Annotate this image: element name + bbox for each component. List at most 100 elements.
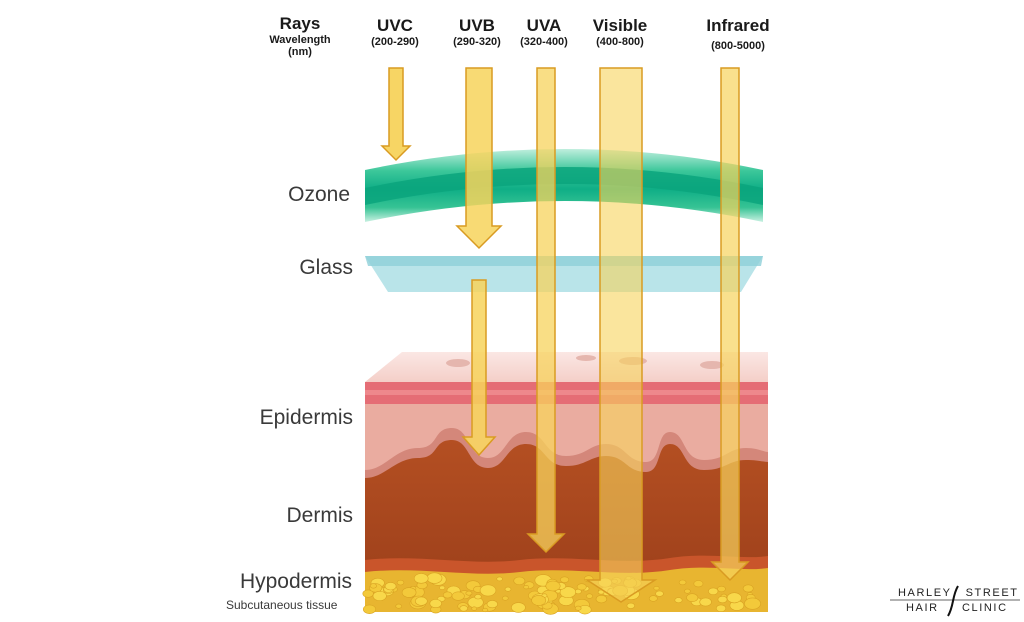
fat-cell <box>474 594 482 600</box>
fat-cell <box>717 585 726 593</box>
ray-range-uvb: (290-320) <box>453 35 501 48</box>
fat-cell <box>560 576 570 583</box>
header-infrared: Infrared (800-5000) <box>690 16 786 52</box>
ray-name-visible: Visible <box>592 16 648 35</box>
fat-cell <box>504 586 512 592</box>
fat-cell <box>414 596 428 606</box>
fat-cell <box>369 583 377 589</box>
fat-cell <box>655 590 664 597</box>
fat-cell <box>744 597 761 610</box>
logo-clinic: CLINIC <box>961 602 1008 614</box>
fat-cell <box>674 597 683 604</box>
uva-ray-arrow <box>526 67 566 554</box>
fat-cell <box>715 604 727 612</box>
fat-cell <box>708 587 719 595</box>
fat-cell <box>465 590 473 596</box>
fat-cell <box>545 580 561 592</box>
ozone-layer <box>365 149 763 222</box>
unit-label: (nm) <box>288 46 312 59</box>
label-hypodermis: Hypodermis <box>239 570 352 593</box>
fat-cell <box>726 592 742 604</box>
fat-cell <box>699 597 712 607</box>
label-glass: Glass <box>299 256 353 279</box>
fat-cell <box>678 579 687 586</box>
logo-street: STREET <box>965 587 1019 599</box>
visible-ray-arrow <box>584 67 658 603</box>
fat-cell <box>384 582 397 591</box>
fat-cell <box>479 584 497 597</box>
fat-cell <box>429 598 442 608</box>
fat-cell <box>482 607 489 613</box>
fat-cell <box>439 585 446 590</box>
skin-pore <box>700 361 724 369</box>
fat-cell <box>513 576 526 586</box>
fat-cell <box>451 591 465 601</box>
fat-cells <box>362 572 761 615</box>
fat-cell <box>693 580 704 588</box>
label-subcutaneous: Subcutaneous tissue <box>226 598 338 612</box>
fat-cell <box>395 603 403 609</box>
header-uvb: UVB (290-320) <box>437 16 517 48</box>
fat-cell <box>576 583 587 591</box>
fat-cell <box>471 606 478 611</box>
fat-cell <box>595 594 608 604</box>
fat-cell <box>717 595 728 604</box>
fat-cell <box>362 589 374 598</box>
fat-cell <box>686 593 699 603</box>
ray-arrows <box>380 67 750 603</box>
uvb-ray-arrow-lower <box>461 279 497 457</box>
fat-cell <box>496 576 503 582</box>
glass-edge <box>365 256 763 266</box>
header-visible: Visible (400-800) <box>579 16 661 48</box>
fat-cell <box>626 602 635 609</box>
ozone-stripe <box>365 167 763 205</box>
fat-cell <box>413 573 429 584</box>
ray-name-uvc: UVC <box>377 16 413 35</box>
fat-cell <box>523 584 530 590</box>
fat-cell <box>372 590 387 601</box>
fat-cell <box>459 605 468 612</box>
wavelength-label: Wavelength <box>269 33 331 46</box>
fat-cell <box>501 595 509 601</box>
fat-cell <box>362 604 376 614</box>
label-dermis: Dermis <box>286 504 354 527</box>
ray-range-uva: (320-400) <box>520 35 568 48</box>
stratum-stripe <box>365 390 768 395</box>
header-uvc: UVC (200-290) <box>355 16 435 48</box>
fat-cell <box>653 585 660 591</box>
ray-name-uva: UVA <box>526 16 562 35</box>
ray-range-visible: (400-800) <box>596 35 644 48</box>
fat-cell <box>574 605 582 611</box>
fat-cell <box>585 593 593 599</box>
fat-cell <box>511 602 526 613</box>
skin-pore <box>576 355 596 361</box>
ray-range-uvc: (200-290) <box>371 35 419 48</box>
label-epidermis: Epidermis <box>259 406 353 429</box>
rays-header: Rays Wavelength (nm) <box>262 14 338 59</box>
fat-cell <box>396 579 405 586</box>
fat-cell <box>648 595 658 602</box>
logo-harley: HARLEY <box>898 587 952 599</box>
fat-cell <box>531 595 547 606</box>
uvc-ray-arrow <box>380 67 412 162</box>
fat-cell <box>684 588 691 594</box>
skin-pore <box>446 359 470 367</box>
fat-cell <box>742 584 754 593</box>
harley-street-logo: HARLEY STREET HAIR CLINIC <box>888 585 1018 617</box>
fat-cell <box>401 587 417 598</box>
uvb-ray-arrow-upper <box>455 67 503 250</box>
skin-surface <box>365 352 768 382</box>
fat-cell <box>559 586 577 599</box>
fat-cell <box>486 600 498 609</box>
ray-name-uvb: UVB <box>459 16 495 35</box>
rays-title: Rays <box>279 14 321 33</box>
ray-range-infrared: (800-5000) <box>711 39 765 52</box>
logo-hair: HAIR <box>906 602 939 614</box>
fat-cell <box>426 572 443 584</box>
label-ozone: Ozone <box>288 183 350 206</box>
infrared-ray-arrow <box>710 67 750 582</box>
ray-name-infrared: Infrared <box>706 16 770 35</box>
header-uva: UVA (320-400) <box>504 16 584 48</box>
hair-strand-icon <box>947 585 959 617</box>
